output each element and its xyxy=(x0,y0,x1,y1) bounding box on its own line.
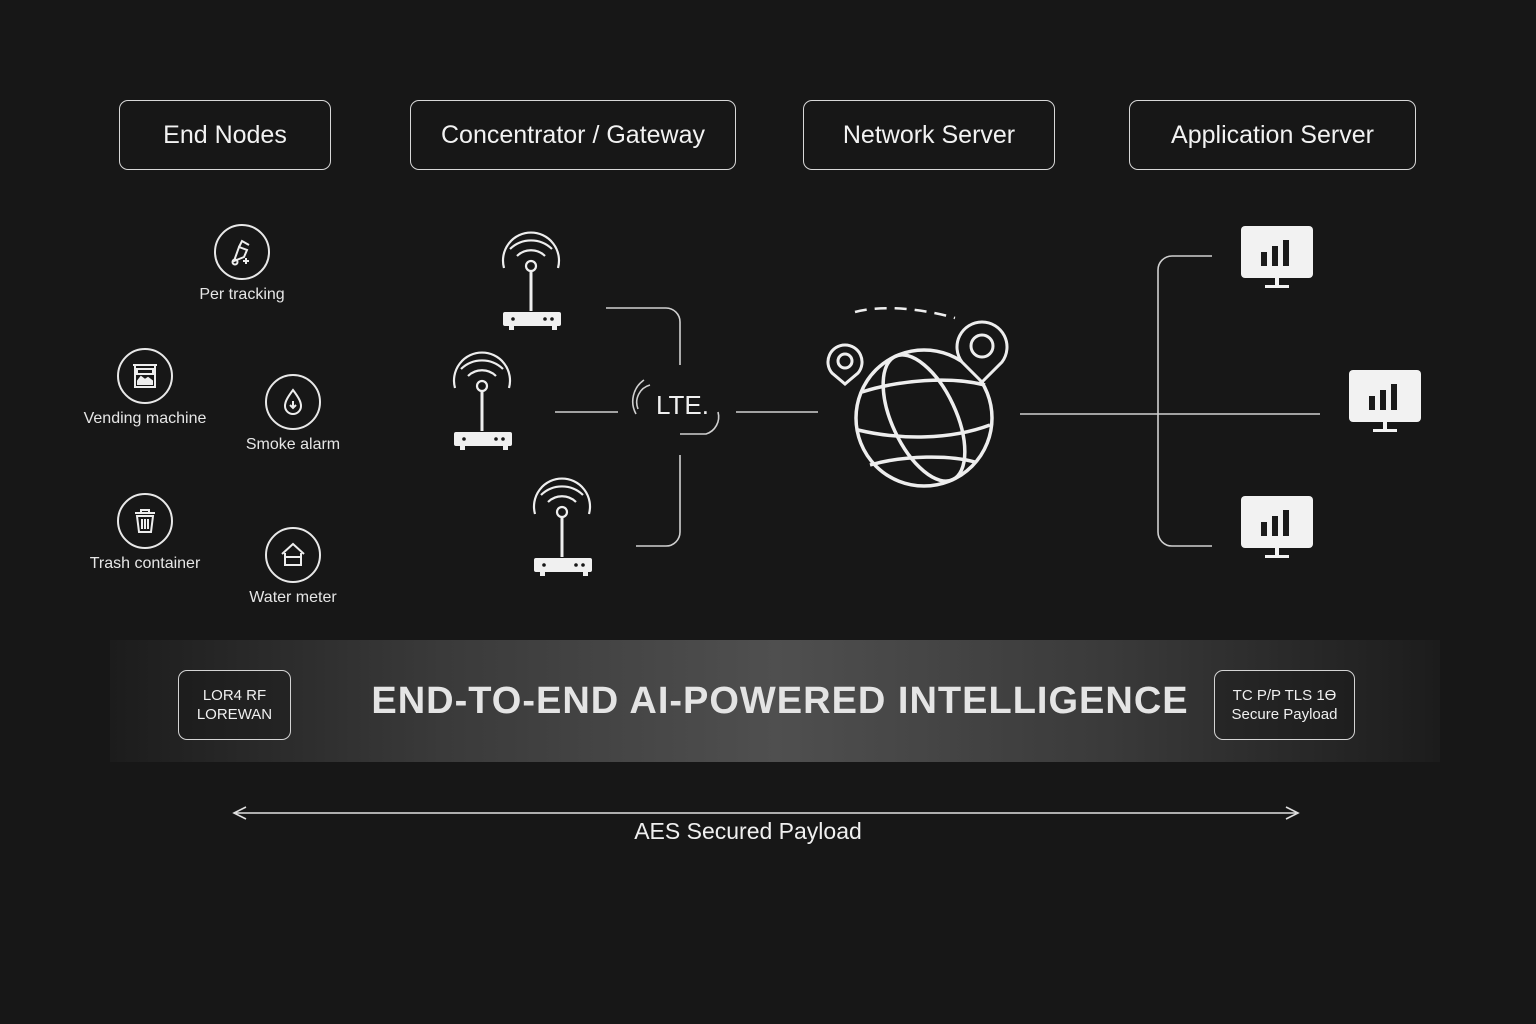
water-meter-icon xyxy=(265,527,321,583)
lte-label: LTE. xyxy=(656,390,709,420)
end-node-water-meter: Water meter xyxy=(208,527,378,607)
pet-tracking-label: Per tracking xyxy=(199,286,285,303)
gateway-connectors xyxy=(555,255,1320,547)
end-node-pet-tracking: Per tracking xyxy=(157,224,327,304)
water-meter-label: Water meter xyxy=(249,589,337,606)
band-title: END-TO-END AI-POWERED INTELLIGENCE xyxy=(371,680,1189,722)
pet-tracking-icon xyxy=(214,224,270,280)
network-server-header-label: Network Server xyxy=(842,120,1016,149)
vending-machine-label: Vending machine xyxy=(83,410,207,427)
end-node-vending-machine: Vending machine xyxy=(60,348,230,428)
tcpip-protocol-line2: Secure Payload xyxy=(1231,706,1338,723)
end-nodes-header-label: End Nodes xyxy=(163,120,287,149)
end-nodes-header: End Nodes xyxy=(119,100,331,170)
gateway-header: Concentrator / Gateway xyxy=(410,100,736,170)
trash-container-label: Trash container xyxy=(89,555,201,572)
trash-container-icon xyxy=(117,493,173,549)
globe-icon xyxy=(854,306,994,488)
end-node-smoke-alarm: Smoke alarm xyxy=(208,374,378,454)
network-server-header: Network Server xyxy=(803,100,1055,170)
tcpip-protocol-line1: TC P/P TLS 1Ɵ xyxy=(1232,687,1337,704)
intelligence-band xyxy=(110,640,1440,762)
application-server-header-label: Application Server xyxy=(1171,120,1374,149)
smoke-alarm-icon xyxy=(265,374,321,430)
gateway-header-label: Concentrator / Gateway xyxy=(440,120,705,149)
location-pin-large-icon xyxy=(955,320,1009,385)
lora-protocol-line2: LOREWAN xyxy=(196,706,273,723)
end-node-trash-container: Trash container xyxy=(60,493,230,573)
lora-protocol-line1: LOR4 RF xyxy=(202,687,267,704)
application-server-header: Application Server xyxy=(1129,100,1416,170)
smoke-alarm-label: Smoke alarm xyxy=(245,436,341,453)
lora-protocol-box: LOR4 RF LOREWAN xyxy=(178,670,291,740)
vending-machine-icon xyxy=(117,348,173,404)
tcpip-protocol-box: TC P/P TLS 1Ɵ Secure Payload xyxy=(1214,670,1355,740)
location-pin-small-icon xyxy=(826,343,864,386)
aes-label: AES Secured Payload xyxy=(634,818,862,844)
